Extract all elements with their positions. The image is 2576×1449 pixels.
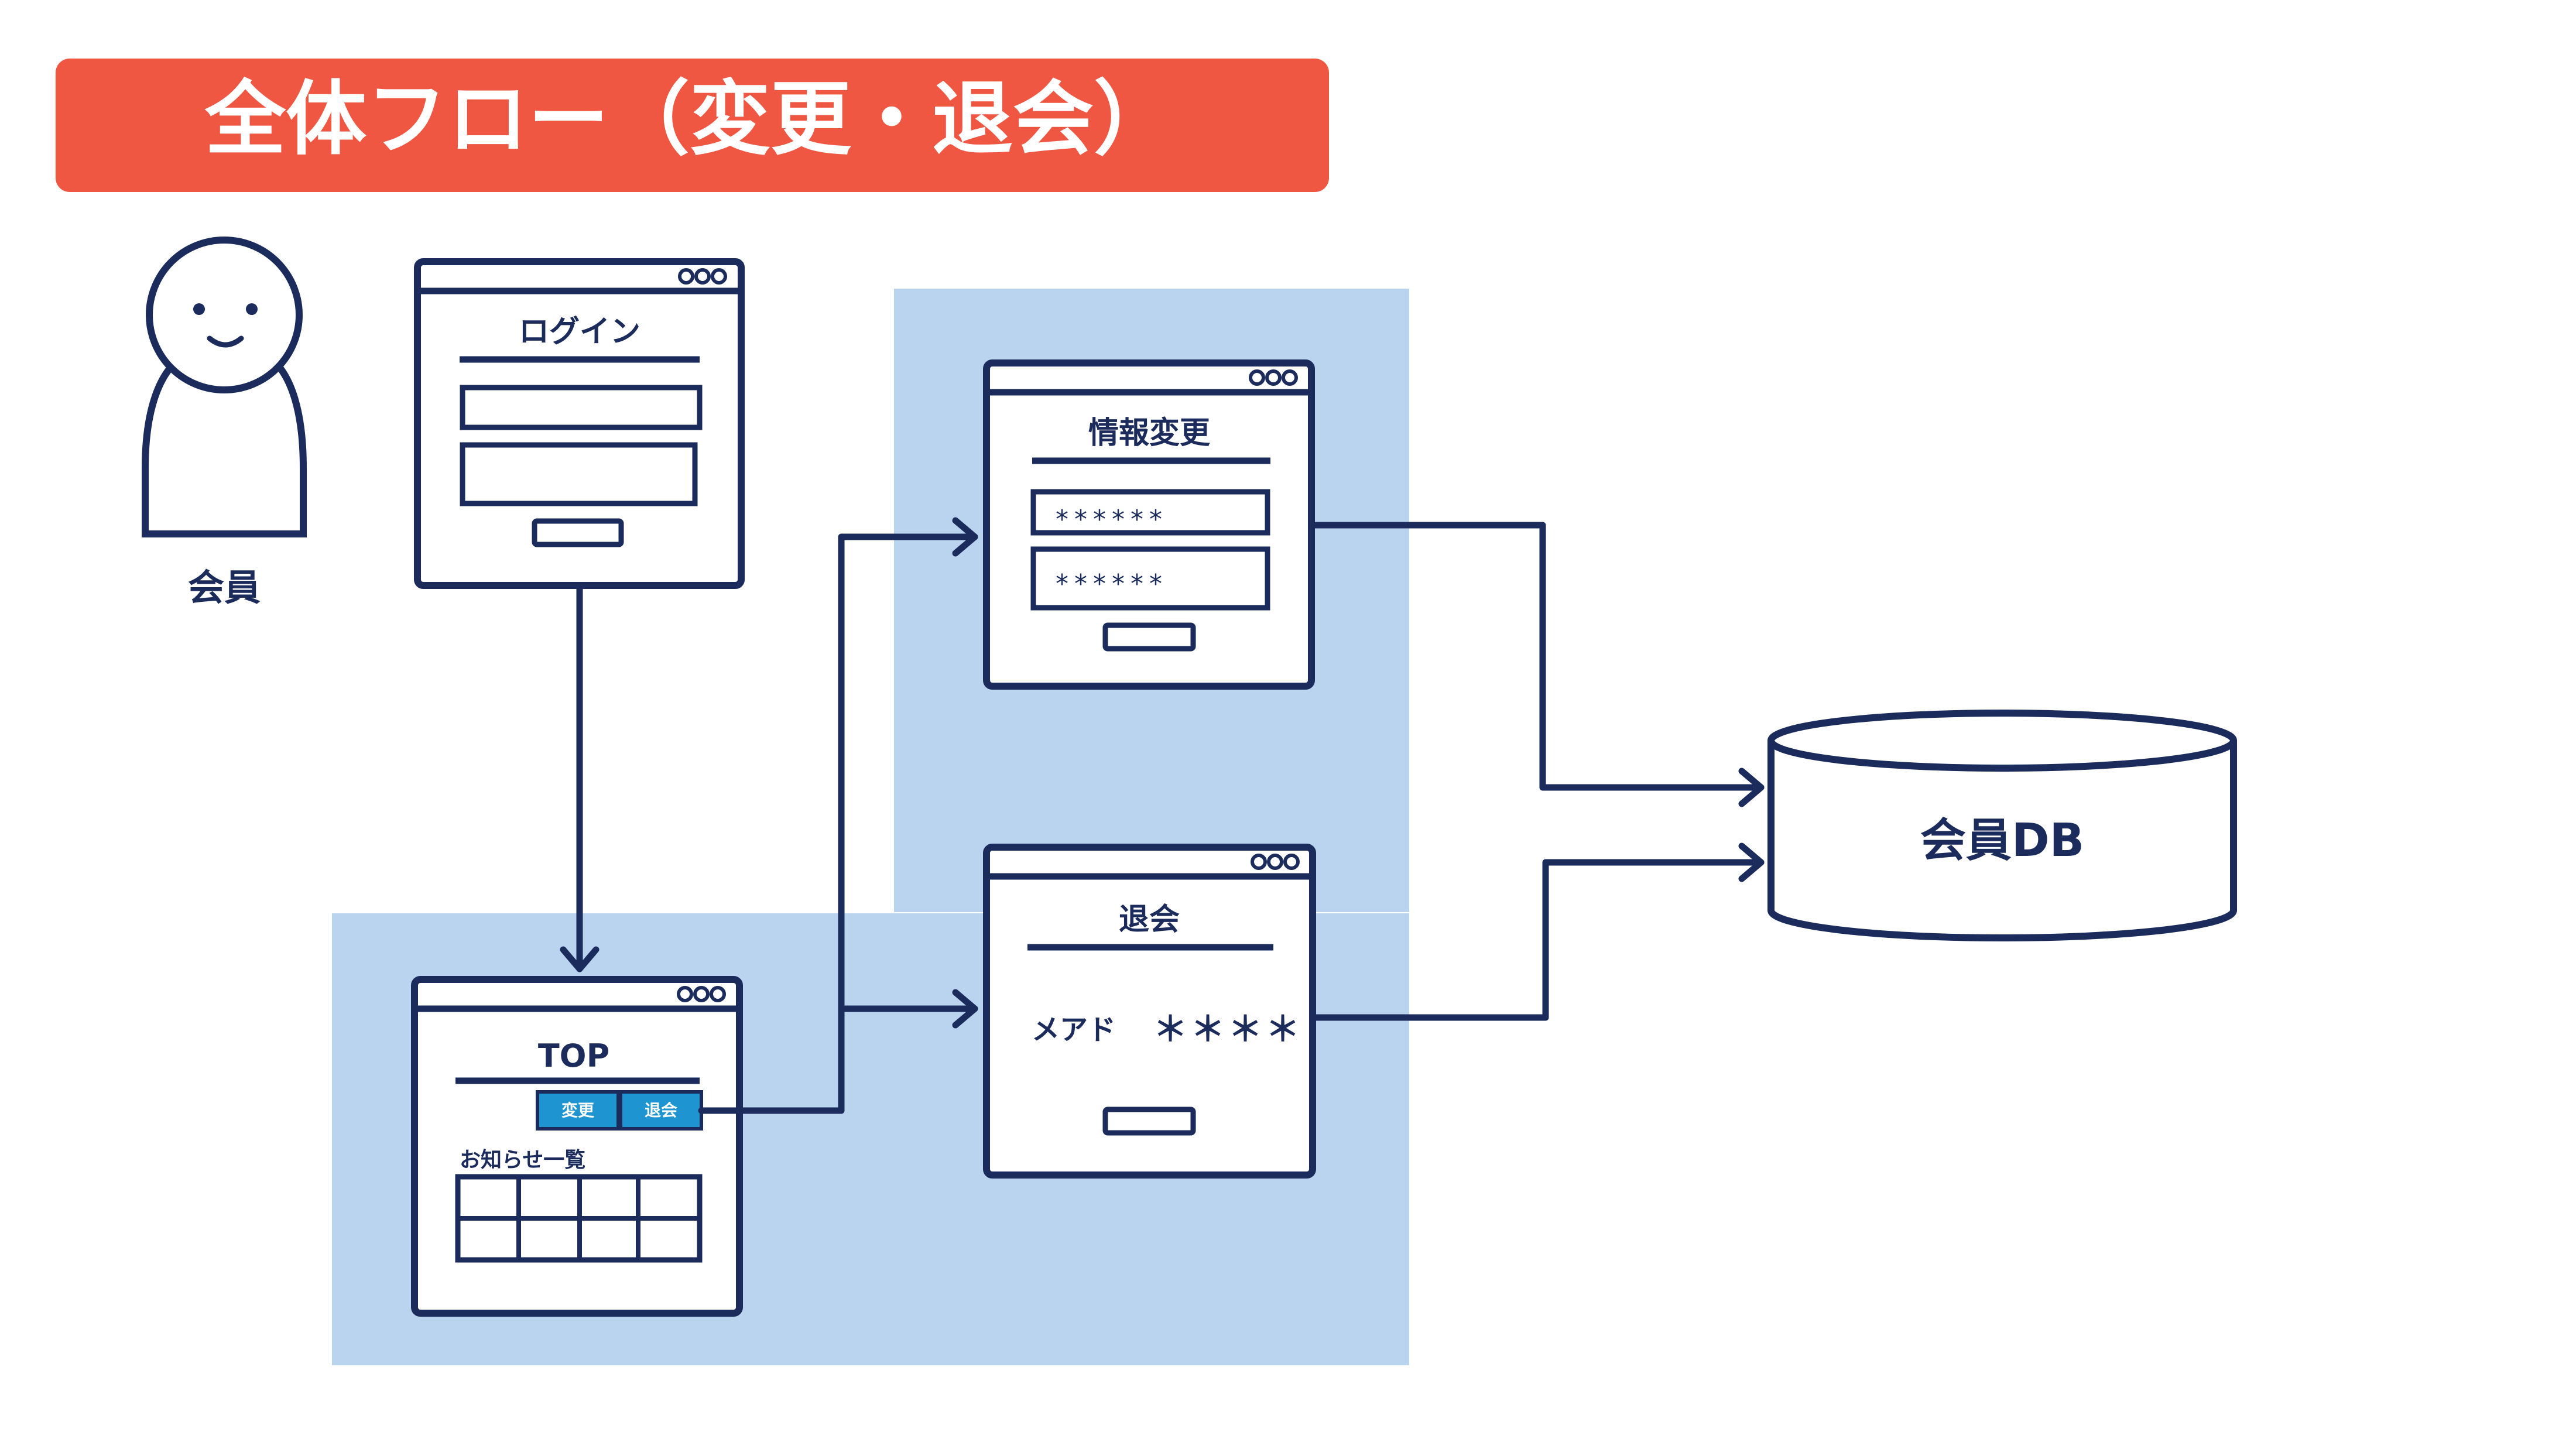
withdraw-button[interactable]: 退会: [619, 1090, 703, 1131]
member-label: 会員: [188, 566, 261, 609]
info-change-field-2-value: ******: [1056, 569, 1168, 599]
window-controls-icon: [677, 986, 726, 1002]
info-change-submit-button[interactable]: [1102, 622, 1196, 652]
info-change-title: 情報変更: [1088, 416, 1211, 451]
withdraw-email-label: メアド: [1032, 1013, 1116, 1046]
login-button[interactable]: [532, 518, 624, 547]
arrowhead-branch-to-withdraw: [952, 989, 978, 1029]
arrow-withdraw-to-db: [1309, 859, 1765, 1021]
change-button-label: 変更: [561, 1101, 595, 1120]
withdraw-screen: 退会 メアド ＊＊＊＊: [983, 844, 1316, 1179]
member-database-icon: [1767, 710, 2237, 941]
info-change-field-2[interactable]: [1030, 546, 1270, 611]
news-list-label: お知らせ一覧: [460, 1148, 585, 1172]
news-list-table: [455, 1174, 703, 1263]
arrow-info-change-to-db: [1308, 522, 1765, 791]
arrowhead-login-to-top: [560, 946, 600, 972]
member-database-label: 会員DB: [1920, 814, 2084, 867]
info-change-field-1-value: ******: [1056, 505, 1168, 535]
title-banner: 全体フロー（変更・退会）: [56, 59, 1329, 192]
window-controls-icon: [678, 268, 727, 285]
arrowhead-branch-to-info-change: [952, 517, 978, 557]
info-change-field-1[interactable]: [1030, 489, 1270, 536]
top-screen: TOP 変更 退会 お知らせ一覧: [411, 976, 743, 1317]
window-controls-icon: [1251, 854, 1300, 870]
line-top-to-branch: [698, 533, 978, 1114]
login-title: ログイン: [519, 314, 640, 350]
top-title: TOP: [538, 1037, 609, 1074]
info-change-screen: 情報変更 ****** ******: [983, 359, 1315, 690]
login-screen: ログイン: [414, 258, 745, 589]
connectors: [560, 517, 1765, 1114]
member-person-icon: [142, 237, 307, 537]
diagram-title: 全体フロー（変更・退会）: [204, 72, 1174, 166]
login-id-field[interactable]: [460, 385, 703, 430]
withdraw-button-label: 退会: [645, 1101, 677, 1120]
withdraw-email-value: ＊＊＊＊: [1153, 1009, 1303, 1049]
arrowhead-info-change-to-db: [1738, 768, 1765, 807]
window-controls-icon: [1249, 369, 1298, 386]
change-button[interactable]: 変更: [536, 1090, 620, 1131]
withdraw-submit-button[interactable]: [1102, 1107, 1196, 1136]
login-password-field[interactable]: [460, 442, 698, 506]
arrowhead-withdraw-to-db: [1738, 842, 1765, 882]
withdraw-title: 退会: [1119, 902, 1180, 937]
